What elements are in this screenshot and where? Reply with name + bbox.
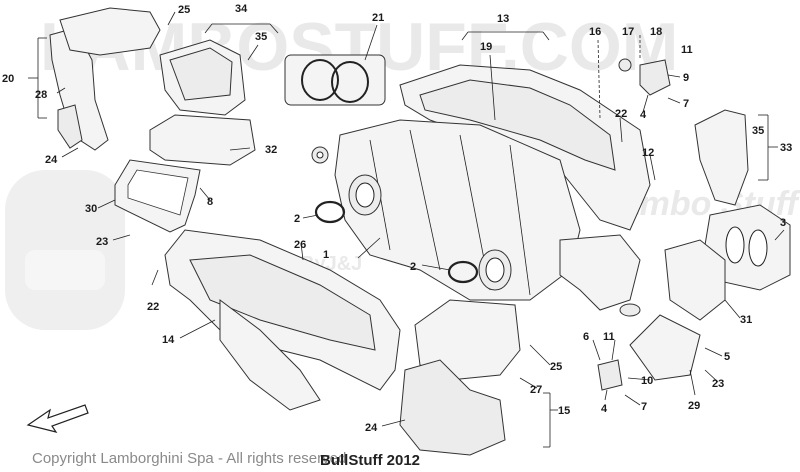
callout-13: 13 [497,13,509,25]
part-heat-shield-left [49,27,109,151]
part-lower-long-shield [164,229,401,411]
callout-21: 21 [372,12,384,24]
callout-32: 32 [265,144,277,156]
footer-copyright: Copyright Lamborghini Spa - All rights r… [32,450,346,467]
callout-29: 29 [688,400,700,412]
callout-1: 1 [323,249,329,261]
callout-24: 24 [365,422,378,434]
callout-35: 35 [752,125,764,137]
callout-25: 25 [550,361,562,373]
callout-15: 15 [558,405,570,417]
callout-8: 8 [207,196,213,208]
callout-11: 11 [603,331,615,343]
callout-34: 34 [235,3,248,15]
part-bracket-right-top [618,58,671,96]
callout-22: 22 [615,108,627,120]
callout-2: 2 [294,213,300,225]
footer-overlay: BullStuff 2012 [320,452,420,469]
part-double-clamp [284,54,386,106]
callout-12: 12 [642,147,654,159]
part-right-heat-shield [694,109,749,206]
part-clamp-upper [314,200,346,224]
watermark-car-silhouette [5,170,125,330]
part-sensor [311,146,329,164]
callout-10: 10 [641,375,653,387]
callout-7: 7 [641,401,647,413]
callout-5: 5 [724,351,730,363]
part-lower-right-shield [629,314,701,381]
part-tailpipe [559,234,641,317]
leader-lines [28,11,785,448]
callout-labels: 1 2 2 3 4 4 5 6 7 7 8 9 10 11 11 12 13 1… [2,3,792,434]
callout-9: 9 [683,72,689,84]
callout-7: 7 [683,98,689,110]
callout-17: 17 [622,26,634,38]
callout-4: 4 [601,403,608,415]
callout-27: 27 [530,384,542,396]
part-lower-box-shield [399,299,521,456]
callout-24: 24 [45,154,58,166]
callout-25: 25 [178,4,190,16]
part-upper-heat-shield [159,39,246,116]
callout-16: 16 [589,26,601,38]
callout-23: 23 [96,236,108,248]
callout-33: 33 [780,142,792,154]
callout-23: 23 [712,378,724,390]
callout-18: 18 [650,26,662,38]
part-bracket-right-bottom [597,359,623,391]
callout-2: 2 [410,261,416,273]
part-muffler-main [334,119,581,301]
callout-22: 22 [147,301,159,313]
part-top-shield [59,7,161,56]
callout-31: 31 [740,314,752,326]
part-frame-bracket [114,159,201,233]
callout-20: 20 [2,73,14,85]
callout-26: 26 [294,239,306,251]
part-clamp-lower [447,260,479,284]
callout-4: 4 [640,109,647,121]
callout-35: 35 [255,31,267,43]
callout-30: 30 [85,203,97,215]
callout-28: 28 [35,89,47,101]
callout-3: 3 [780,217,786,229]
part-mid-heat-shield [149,114,256,166]
callout-6: 6 [583,331,589,343]
callout-19: 19 [480,41,492,53]
callout-11: 11 [681,44,693,56]
callout-14: 14 [162,334,175,346]
direction-arrow-icon [26,404,89,433]
